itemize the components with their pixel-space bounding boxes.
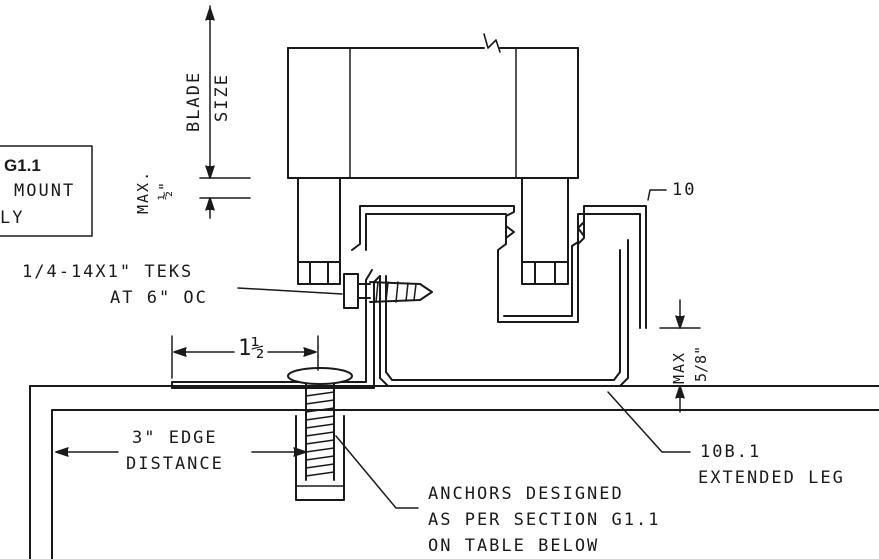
leader-lines xyxy=(237,189,691,509)
max-right-value: 5/8" xyxy=(692,345,710,382)
max-top-value: ½" xyxy=(156,181,174,200)
right-stud xyxy=(521,177,569,285)
edge-distance-dimension xyxy=(55,447,307,457)
edge-distance-label-1: 3" EDGE xyxy=(132,428,218,448)
one-half-label: 1½ xyxy=(238,336,265,361)
blade-body xyxy=(287,33,579,179)
upper-channel xyxy=(351,205,647,329)
teks-screw xyxy=(343,273,433,309)
teks-label-2: AT 6" OC xyxy=(110,288,208,308)
part-10b1-label-1: 10B.1 xyxy=(700,442,762,462)
one-half-dimension xyxy=(171,335,319,379)
anchors-label-2: AS PER SECTION G1.1 xyxy=(428,510,661,530)
blade-size-label-1: BLADE xyxy=(184,70,204,132)
anchor-bolt xyxy=(287,367,353,501)
left-stud xyxy=(297,177,341,285)
roof-deck xyxy=(29,385,879,559)
edge-distance-label-2: DISTANCE xyxy=(126,454,224,474)
blade-size-dimension xyxy=(199,5,251,219)
right-max-dimension xyxy=(659,299,701,413)
anchors-label-3: ON TABLE BELOW xyxy=(428,536,600,556)
detail-ref-code: G1.1 xyxy=(4,156,41,175)
detail-ref-box xyxy=(0,145,93,237)
part-10-label: 10 xyxy=(672,180,697,200)
anchors-label-1: ANCHORS DESIGNED xyxy=(428,484,624,504)
teks-label-1: 1/4-14X1" TEKS xyxy=(22,262,194,282)
part-10b1-label-2: EXTENDED LEG xyxy=(698,468,845,488)
detail-ref-line1: MOUNT xyxy=(14,181,76,201)
blade-size-label-2: SIZE xyxy=(212,73,232,122)
max-right-label: MAX xyxy=(670,350,688,384)
detail-ref-line2: LY xyxy=(0,208,25,228)
max-top-label: MAX. xyxy=(134,169,152,214)
